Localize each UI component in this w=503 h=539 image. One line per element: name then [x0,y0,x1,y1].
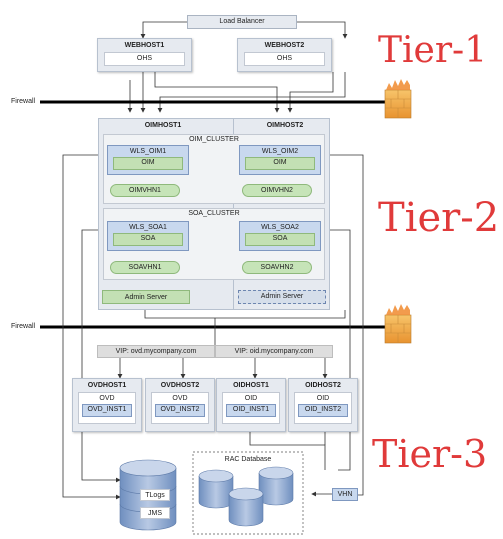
soa-cluster-label: SOA_CLUSTER [188,210,240,217]
wls-oim2: WLS_OIM2 OIM [239,145,321,175]
wls-oim2-app: OIM [245,157,315,170]
admin-server-standby: Admin Server [238,290,326,304]
oidhost-1-title: OIDHOST1 [233,382,269,389]
rac-database-label: RAC Database [224,456,272,463]
oimhost-1-title: OIMHOST1 [144,122,182,129]
webhost-2-title: WEBHOST2 [264,42,305,49]
wls-soa1-app: SOA [113,233,183,246]
storage-tlogs: TLogs [140,489,170,501]
oidhost-1-instance: OID_INST1 [226,404,276,417]
wls-soa2-app: SOA [245,233,315,246]
soavhn2: SOAVHN2 [242,261,312,274]
ovdhost-1-title: OVDHOST1 [87,382,127,389]
wls-soa1: WLS_SOA1 SOA [107,221,189,251]
wls-oim2-label: WLS_OIM2 [261,148,299,155]
oidhost-2-product: OID OID_INST2 [294,392,352,424]
wls-oim1: WLS_OIM1 OIM [107,145,189,175]
firewall-icon-1 [384,79,412,119]
ovdhost-2-instance: OVD_INST2 [155,404,205,417]
webhost-1-title: WEBHOST1 [124,42,165,49]
oimhost-2-title: OIMHOST2 [266,122,304,129]
admin-server-active: Admin Server [102,290,190,304]
vip-oid: VIP: oid.mycompany.com [215,345,333,358]
oidhost-2: OIDHOST2 OID OID_INST2 [288,378,358,432]
storage-jms: JMS [140,507,170,519]
webhost-2-ohs: OHS [244,52,325,66]
storage-connectors [62,154,364,500]
ovdhost-2-title: OVDHOST2 [160,382,200,389]
ovdhost-1-product-label: OVD [99,395,115,402]
web-oim-connectors [127,72,346,113]
ovdhost-2: OVDHOST2 OVD OVD_INST2 [145,378,215,432]
oidhost-2-product-label: OID [316,395,330,402]
ovdhost-2-product-label: OVD [172,395,188,402]
wls-soa2-label: WLS_SOA2 [261,224,299,231]
vip-ovd: VIP: ovd.mycompany.com [97,345,215,358]
ovdhost-1-product: OVD OVD_INST1 [78,392,136,424]
oidhost-1: OIDHOST1 OID OID_INST1 [216,378,286,432]
firewall-label-2: Firewall [11,323,36,330]
ovdhost-1-instance: OVD_INST1 [82,404,132,417]
oimvhn1: OIMVHN1 [110,184,180,197]
ovdhost-1: OVDHOST1 OVD OVD_INST1 [72,378,142,432]
oimvhn2: OIMVHN2 [242,184,312,197]
oidhost-1-product: OID OID_INST1 [222,392,280,424]
tier-3-label: Tier-3 [372,432,488,476]
oim-cluster-label: OIM_CLUSTER [189,136,239,143]
wls-soa2: WLS_SOA2 SOA [239,221,321,251]
firewall-icon-2 [384,304,412,344]
oidhost-2-title: OIDHOST2 [305,382,341,389]
tier-2-label: Tier-2 [378,195,500,241]
webhost-2: WEBHOST2 OHS [237,38,332,72]
rac-database-icon [198,466,294,527]
webhost-1: WEBHOST1 OHS [97,38,192,72]
wls-soa1-label: WLS_SOA1 [129,224,167,231]
cluster-vip-connectors [117,310,346,379]
webhost-1-ohs: OHS [104,52,185,66]
load-balancer-label: Load Balancer [219,18,265,25]
oidhost-1-product-label: OID [244,395,258,402]
oidhost-2-instance: OID_INST2 [298,404,348,417]
soavhn1: SOAVHN1 [110,261,180,274]
ovdhost-2-product: OVD OVD_INST2 [151,392,209,424]
vhn-box: VHN [332,488,358,501]
load-balancer: Load Balancer [187,15,297,29]
tier-1-label: Tier-1 [378,30,488,71]
wls-oim1-app: OIM [113,157,183,170]
wls-oim1-label: WLS_OIM1 [129,148,167,155]
firewall-label-1: Firewall [11,98,36,105]
lb-connectors [140,21,348,39]
